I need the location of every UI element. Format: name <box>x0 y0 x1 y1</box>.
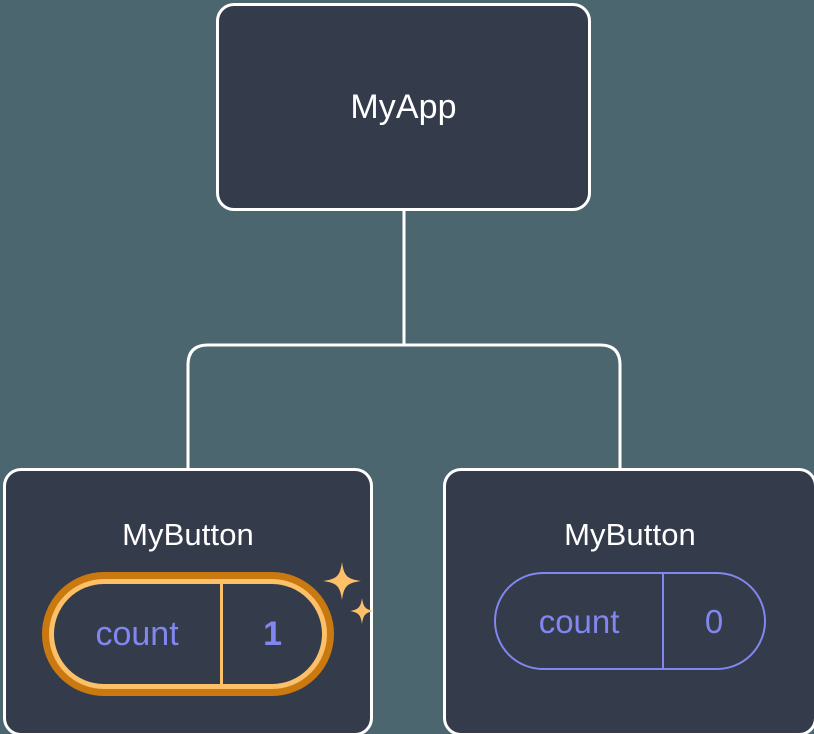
state-value-label: 0 <box>662 574 764 668</box>
state-key-label: count <box>95 615 179 653</box>
node-title: MyApp <box>350 88 457 126</box>
state-pill-wrapper: count 0 <box>494 572 766 670</box>
state-pill[interactable]: count 0 <box>494 572 766 670</box>
node-title: MyButton <box>564 517 696 552</box>
connector-branch-bar <box>186 343 622 468</box>
state-pill-highlighted[interactable]: count 1 <box>42 572 334 696</box>
node-mybutton-right[interactable]: MyButton count 0 <box>443 468 814 734</box>
node-myapp[interactable]: MyApp <box>216 3 591 211</box>
state-value-label: 1 <box>220 584 322 684</box>
state-pill-wrapper: count 1 <box>42 562 374 696</box>
node-mybutton-left[interactable]: MyButton count 1 <box>3 468 374 734</box>
node-title: MyButton <box>122 517 254 552</box>
state-key-label: count <box>538 602 620 640</box>
state-pill-inner: count 1 <box>54 584 322 684</box>
